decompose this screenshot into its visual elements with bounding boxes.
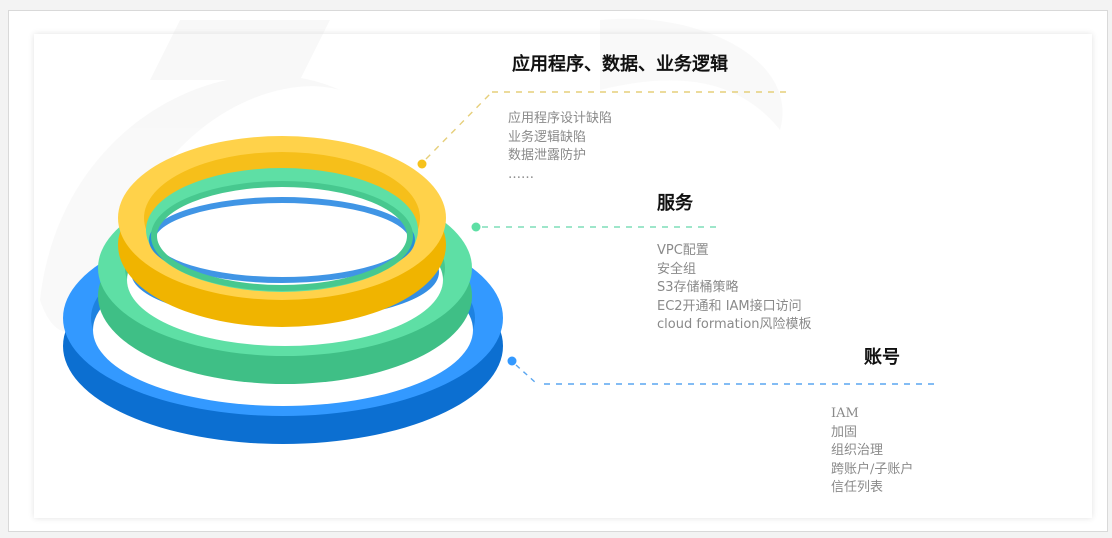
list-item: 信任列表 xyxy=(831,480,884,496)
application-layer-title: 应用程序、数据、业务逻辑 xyxy=(512,54,728,75)
list-item: S3存储桶策略 xyxy=(657,280,739,296)
list-item: 安全组 xyxy=(657,261,697,277)
list-item: IAM xyxy=(831,406,859,421)
list-item: 应用程序设计缺陷 xyxy=(508,111,613,126)
list-item: …… xyxy=(508,166,534,182)
application-ring xyxy=(118,136,446,327)
list-item: 组织治理 xyxy=(831,443,884,459)
list-item: cloud formation风险模板 xyxy=(657,317,812,333)
account-connector xyxy=(507,356,940,385)
application-layer-items: 应用程序设计缺陷 业务逻辑缺陷 数据泄露防护 …… xyxy=(508,110,612,184)
account-layer-title: 账号 xyxy=(864,347,900,368)
list-item: 业务逻辑缺陷 xyxy=(508,129,587,145)
list-item: 加固 xyxy=(831,424,858,440)
service-connector xyxy=(471,222,722,232)
service-layer-title: 服务 xyxy=(657,193,693,214)
list-item: 数据泄露防护 xyxy=(508,148,587,164)
list-item: 跨账户/子账户 xyxy=(831,461,914,477)
account-layer-items: IAM 加固 组织治理 跨账户/子账户 信任列表 xyxy=(831,405,913,498)
service-layer-items: VPC配置 安全组 S3存储桶策略 EC2开通和 IAM接口访问 cloud f… xyxy=(657,242,812,335)
application-connector xyxy=(417,91,790,169)
list-item: EC2开通和 IAM接口访问 xyxy=(657,298,802,314)
list-item: VPC配置 xyxy=(657,243,709,258)
